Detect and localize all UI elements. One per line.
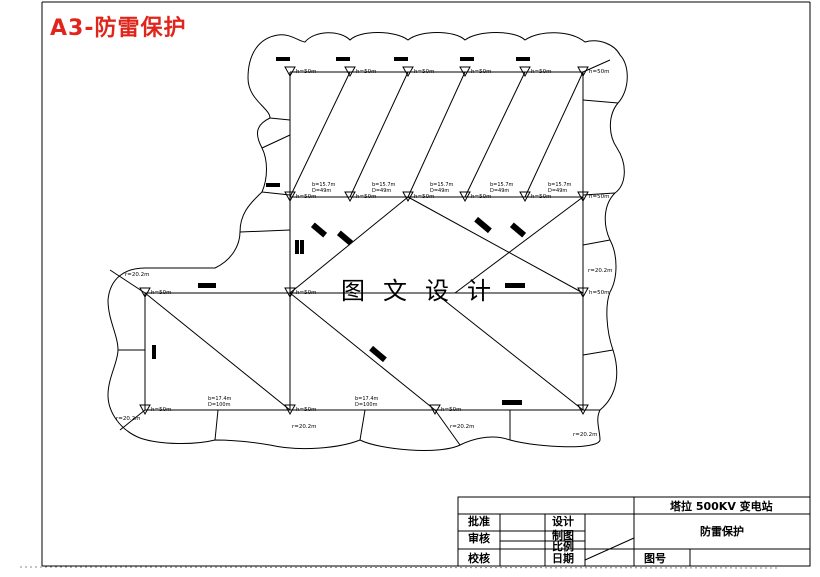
- spacing-d-label: D=100m: [208, 402, 231, 408]
- rod-height-label: h=50m: [356, 194, 376, 200]
- lightning-rod-icon: [577, 287, 589, 299]
- watermark-text: 图文设计: [341, 277, 509, 305]
- rod-height-label: h=50m: [151, 407, 171, 413]
- rod-height-label: h=50m: [356, 69, 376, 75]
- radius-label: r=20.2m: [292, 424, 316, 430]
- radius-label-group: r=20.2m r=20.2m r=20.2m r=20.2m r=20.2m r=20.…: [116, 268, 612, 438]
- drawing-name: 防雷保护: [700, 524, 744, 538]
- lightning-rod-icon: [577, 66, 589, 78]
- project-name: 塔拉 500KV 变电站: [670, 499, 773, 513]
- rod-height-label: h=50m: [414, 69, 434, 75]
- rod-height-label: h=50m: [296, 69, 316, 75]
- radius-label: r=20.2m: [125, 272, 149, 278]
- spacing-d-label: D=49m: [548, 188, 567, 194]
- approve-label: 批准: [468, 514, 490, 528]
- rod-group: h=50m h=50m h=50m h=50m h=50m h=50m h=50m h=50m…: [139, 66, 609, 416]
- rod-height-label: h=50m: [471, 69, 491, 75]
- spacing-d-label: D=49m: [490, 188, 509, 194]
- lightning-rod-icon: [577, 191, 589, 203]
- rod-height-label: h=50m: [589, 194, 609, 200]
- spacing-b-label: b=15.7m: [312, 182, 335, 188]
- date-label: 日期: [552, 551, 574, 565]
- spacing-b-label: b=15.7m: [490, 182, 513, 188]
- spacing-d-label: D=49m: [312, 188, 331, 194]
- lightning-rod-icon: [139, 404, 151, 416]
- drawing-title: A3-防雷保护: [50, 16, 187, 41]
- spacing-d-label: D=49m: [372, 188, 391, 194]
- rod-height-label: h=50m: [296, 194, 316, 200]
- lightning-rod-icon: [284, 66, 296, 78]
- lightning-rod-icon: [402, 66, 414, 78]
- rod-height-label: h=50m: [414, 194, 434, 200]
- drawing-no-label: 图号: [644, 552, 666, 565]
- rod-height-label: h=50m: [296, 407, 316, 413]
- spacing-b-label: b=17.4m: [208, 396, 231, 402]
- check-label: 校核: [468, 551, 490, 565]
- mid-label-group: b=15.7mD=49mb=15.7mD=49mb=15.7mD=49mb=15…: [208, 182, 571, 408]
- radius-label: r=20.2m: [588, 268, 612, 274]
- spacing-d-label: D=49m: [430, 188, 449, 194]
- lightning-rod-icon: [519, 191, 531, 203]
- radius-label: r=20.2m: [573, 432, 597, 438]
- rod-connection-lines: [109, 59, 611, 431]
- lightning-rod-icon: [402, 191, 414, 203]
- lightning-rod-icon: [519, 66, 531, 78]
- rod-height-label: h=50m: [296, 290, 316, 296]
- spacing-b-label: b=15.7m: [372, 182, 395, 188]
- lightning-rod-icon: [284, 404, 296, 416]
- rod-height-label: h=50m: [471, 194, 491, 200]
- protection-boundary: [107, 32, 628, 451]
- lightning-rod-icon: [139, 287, 151, 299]
- spacing-b-label: b=15.7m: [430, 182, 453, 188]
- title-block-text: 塔拉 500KV 变电站 防雷保护 批准 审核 校核 设计 制图 比例 日期 图…: [468, 499, 773, 565]
- boundary-segments: [118, 99, 619, 446]
- lightning-rod-icon: [344, 191, 356, 203]
- rod-height-label: h=50m: [589, 290, 609, 296]
- lightning-rod-icon: [459, 191, 471, 203]
- title-block: [457, 496, 811, 567]
- lightning-rod-icon: [429, 404, 441, 416]
- spacing-b-label: b=15.7m: [548, 182, 571, 188]
- design-label: 设计: [552, 514, 574, 528]
- scale-label: 比例: [552, 539, 574, 553]
- rod-height-label: h=50m: [589, 69, 609, 75]
- lightning-rod-icon: [344, 66, 356, 78]
- rod-height-label: h=50m: [151, 290, 171, 296]
- lightning-rod-icon: [284, 191, 296, 203]
- spacing-d-label: D=100m: [355, 402, 378, 408]
- rod-height-label: h=50m: [531, 69, 551, 75]
- radius-label: r=20.2m: [116, 416, 140, 422]
- equipment-blocks: [152, 57, 530, 405]
- radius-label: r=20.2m: [450, 424, 474, 430]
- review-label: 审核: [468, 531, 490, 545]
- lightning-rod-icon: [577, 404, 589, 416]
- rod-height-label: h=50m: [441, 407, 461, 413]
- page-edge: [19, 566, 781, 569]
- spacing-b-label: b=17.4m: [355, 396, 378, 402]
- lightning-rod-icon: [459, 66, 471, 78]
- lightning-rod-icon: [284, 287, 296, 299]
- draw-label: 制图: [552, 528, 574, 542]
- rod-height-label: h=50m: [531, 194, 551, 200]
